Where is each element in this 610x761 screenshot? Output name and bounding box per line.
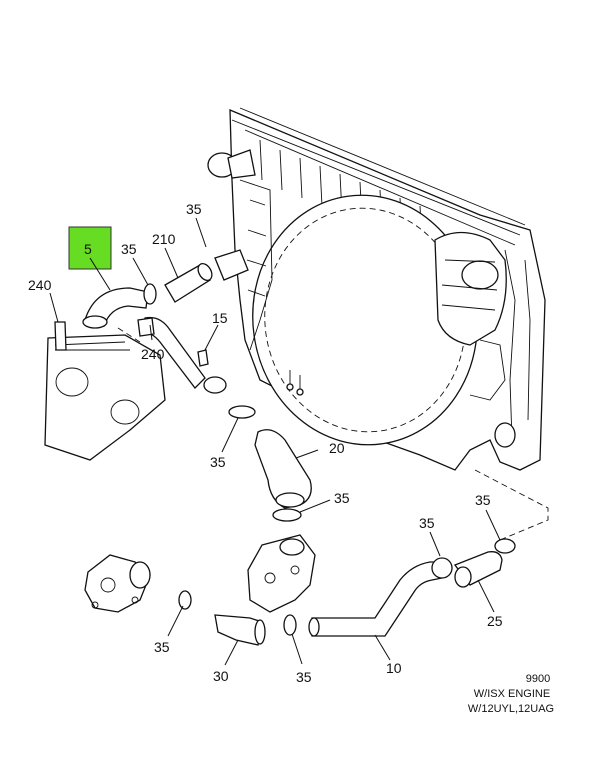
highlight-box-part-5	[68, 226, 112, 270]
callout-35-a: 35	[121, 241, 137, 257]
callout-240-b: 240	[141, 346, 165, 362]
diagram-footer: 9900 W/ISX ENGINE W/12UYL,12UAG	[468, 673, 554, 715]
callout-30: 30	[213, 668, 229, 684]
callout-210: 210	[152, 231, 176, 247]
callout-20: 20	[329, 440, 345, 456]
callout-5: 5	[84, 241, 92, 257]
footer-number: 9900	[526, 673, 550, 685]
dashed-reference-lines	[117, 327, 549, 541]
callout-35-f: 35	[419, 515, 435, 531]
leader-lines	[49, 217, 501, 666]
callout-25: 25	[487, 613, 503, 629]
callout-240-a: 240	[28, 277, 52, 293]
callout-35-b: 35	[186, 201, 202, 217]
radiator-assembly	[207, 107, 546, 471]
callout-35-e: 35	[475, 492, 491, 508]
callout-35-c: 35	[210, 454, 226, 470]
hoses	[82, 262, 516, 646]
footer-engine: W/ISX ENGINE	[474, 688, 550, 700]
callout-35-g: 35	[154, 639, 170, 655]
callout-15: 15	[212, 310, 228, 326]
callout-35-h: 35	[296, 669, 312, 685]
bracket-plate-240	[44, 321, 166, 461]
callout-labels: 5 35 210 35 240 240 15 35 20 35 35 35 25…	[28, 201, 503, 685]
callout-10: 10	[386, 660, 402, 676]
callout-35-d: 35	[334, 490, 350, 506]
footer-models: W/12UYL,12UAG	[468, 703, 554, 715]
